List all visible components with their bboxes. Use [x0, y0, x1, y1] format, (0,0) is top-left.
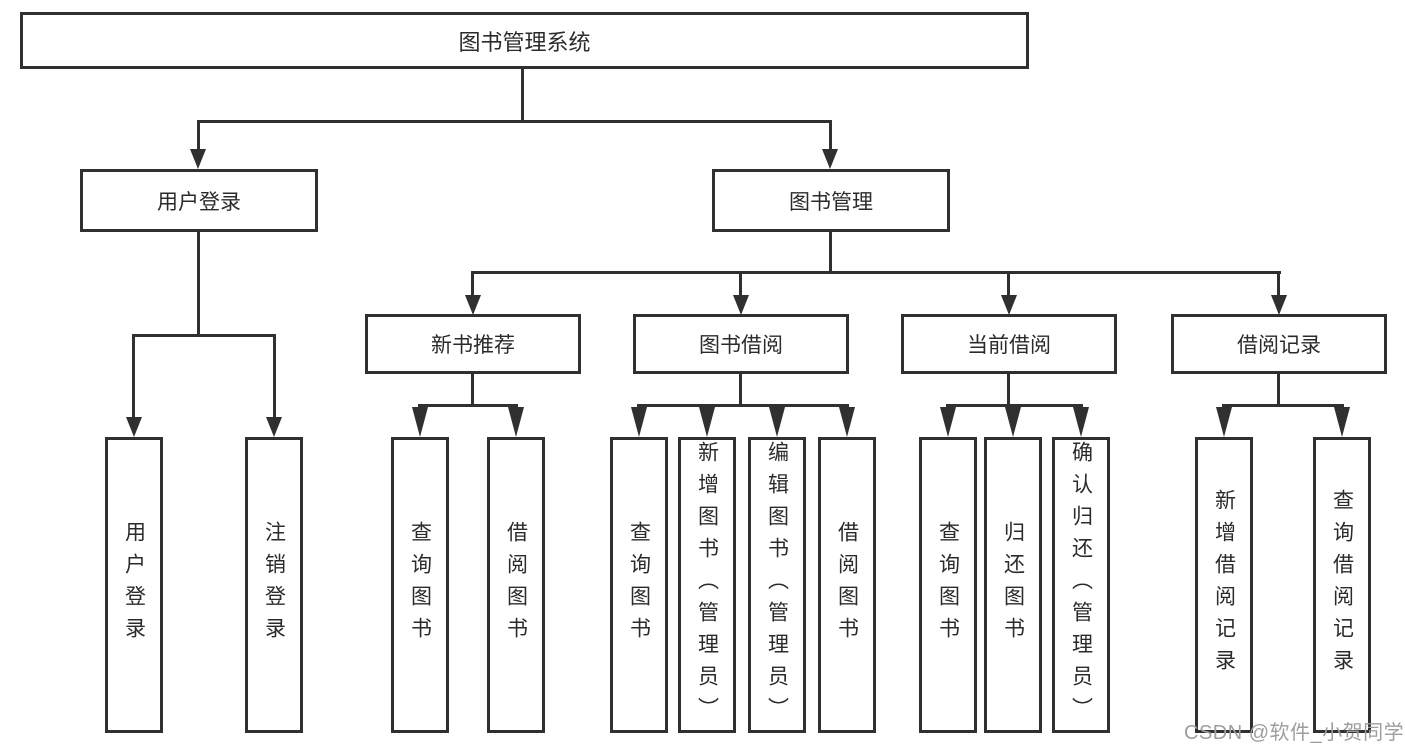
- node-query-books: 查询图书: [610, 437, 668, 733]
- arrow-down-icon: [1073, 407, 1089, 437]
- arrow-down-icon: [839, 407, 855, 437]
- connector-stem: [1277, 374, 1280, 407]
- connector-branch: [132, 334, 135, 418]
- arrow-down-icon: [1216, 407, 1232, 437]
- node-current-borrowing: 当前借阅: [901, 314, 1117, 374]
- arrow-down-icon: [733, 295, 749, 315]
- connector-stem: [1007, 374, 1010, 407]
- node-borrow-books: 借阅图书: [818, 437, 876, 733]
- connector-bar: [946, 404, 1083, 407]
- node-add-borrow-record: 新增借阅记录: [1195, 437, 1253, 733]
- connector-branch: [1007, 271, 1010, 296]
- arrow-down-icon: [769, 407, 785, 437]
- connector-stem: [739, 374, 742, 407]
- node-query-books: 查询图书: [919, 437, 977, 733]
- connector-branch: [829, 120, 832, 151]
- connector-stem: [197, 232, 200, 334]
- node-return-book: 归还图书: [984, 437, 1042, 733]
- arrow-down-icon: [465, 295, 481, 315]
- node-borrowing-records: 借阅记录: [1171, 314, 1387, 374]
- connector-branch: [273, 334, 276, 418]
- node-new-book-recommendation: 新书推荐: [365, 314, 581, 374]
- arrow-down-icon: [412, 407, 428, 437]
- connector-bar: [418, 404, 518, 407]
- connector-branch: [197, 120, 200, 151]
- connector-stem: [471, 374, 474, 407]
- connector-stem: [829, 232, 832, 272]
- csdn-watermark: CSDN @软件_小贺同学: [1184, 722, 1405, 744]
- arrow-down-icon: [822, 149, 838, 169]
- arrow-down-icon: [1271, 295, 1287, 315]
- arrow-down-icon: [1334, 407, 1350, 437]
- node-edit-book-admin: 编辑图书（管理员）: [748, 437, 806, 733]
- connector-branch: [1277, 271, 1280, 296]
- arrow-down-icon: [266, 417, 282, 437]
- connector-branch: [471, 271, 474, 296]
- connector-bar: [1222, 404, 1344, 407]
- arrow-down-icon: [508, 407, 524, 437]
- node-user-login-module: 用户登录: [80, 169, 318, 232]
- arrow-down-icon: [940, 407, 956, 437]
- connector-bar: [197, 120, 832, 123]
- connector-bar: [471, 271, 1281, 274]
- arrow-down-icon: [1001, 295, 1017, 315]
- node-add-book-admin: 新增图书（管理员）: [678, 437, 736, 733]
- connector-bar: [637, 404, 849, 407]
- node-book-borrowing: 图书借阅: [633, 314, 849, 374]
- connector-stem: [521, 69, 524, 121]
- node-user-login: 用户登录: [105, 437, 163, 733]
- connector-branch: [739, 271, 742, 296]
- node-query-borrow-record: 查询借阅记录: [1313, 437, 1371, 733]
- arrow-down-icon: [1005, 407, 1021, 437]
- arrow-down-icon: [631, 407, 647, 437]
- arrow-down-icon: [699, 407, 715, 437]
- node-confirm-return-admin: 确认归还（管理员）: [1052, 437, 1110, 733]
- arrow-down-icon: [126, 417, 142, 437]
- node-logout: 注销登录: [245, 437, 303, 733]
- node-borrow-books: 借阅图书: [487, 437, 545, 733]
- connector-bar: [132, 334, 276, 337]
- node-query-books: 查询图书: [391, 437, 449, 733]
- node-library-management-system: 图书管理系统: [20, 12, 1029, 69]
- node-book-management-module: 图书管理: [712, 169, 950, 232]
- arrow-down-icon: [190, 149, 206, 169]
